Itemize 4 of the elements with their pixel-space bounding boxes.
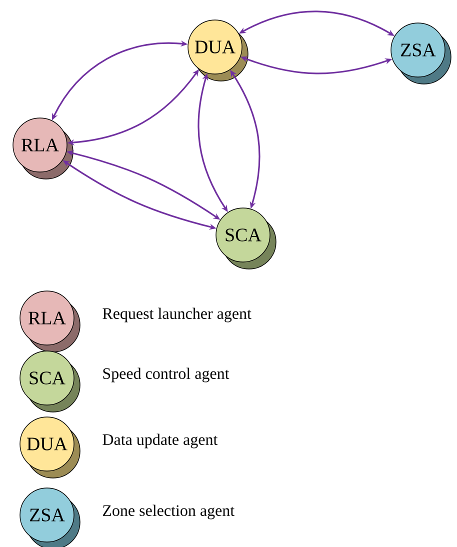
legend-text: Data update agent — [102, 434, 218, 448]
legend-text: Zone selection agent — [102, 504, 234, 520]
legend-text: Speed control agent — [103, 368, 230, 382]
legend-text: Request launcher agent — [102, 308, 252, 322]
